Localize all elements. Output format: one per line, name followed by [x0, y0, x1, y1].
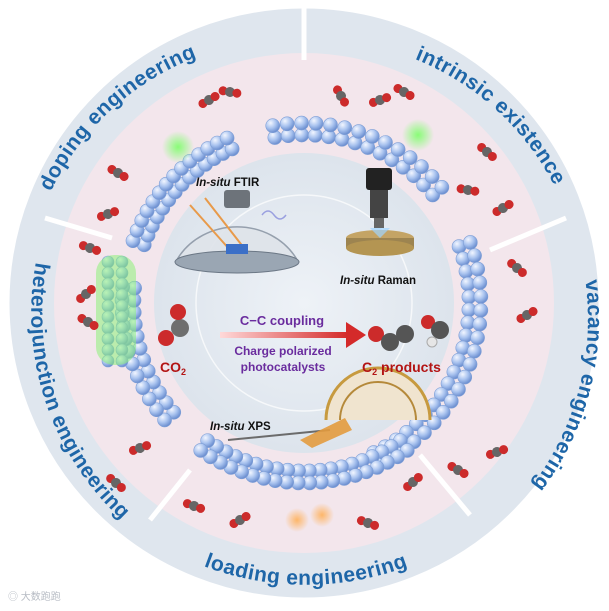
atom [451, 382, 466, 397]
atom [457, 369, 473, 385]
atom [463, 235, 478, 250]
atom [308, 116, 324, 131]
atom [462, 357, 478, 372]
cc-coupling-label: C−C coupling [240, 313, 324, 328]
atom [417, 425, 432, 440]
molecule [96, 207, 120, 221]
c2-products-label: C2 products [362, 359, 441, 377]
atom [473, 289, 489, 304]
co2-molecule-icon [158, 304, 189, 346]
segment-dividers [44, 2, 567, 522]
center-inner-ring [195, 194, 413, 412]
molecule [492, 200, 514, 216]
atom [351, 124, 367, 139]
molecule [107, 165, 129, 181]
atom [472, 275, 488, 291]
molecule [78, 241, 102, 255]
photocatalysts-label: photocatalysts [241, 360, 326, 374]
atom [378, 135, 393, 150]
ftir-instrument-icon [174, 190, 300, 274]
molecule [516, 307, 538, 323]
reaction-arrow-icon [220, 322, 366, 348]
atom [193, 443, 209, 458]
molecule [229, 512, 251, 528]
molecule [507, 259, 527, 277]
molecule [198, 92, 220, 108]
c2-molecule-icon [368, 315, 449, 351]
atom [472, 316, 488, 332]
molecule [128, 441, 152, 455]
charge-polarized-label: Charge polarized [234, 344, 331, 358]
molecule [477, 143, 497, 161]
atom [337, 120, 353, 135]
watermark: ◎ 大数跑跑 [8, 592, 61, 603]
xps-instrument-icon [227, 366, 432, 448]
atom [435, 405, 451, 420]
ftir-label: In-situ FTIR [196, 177, 260, 189]
molecule [485, 445, 509, 459]
atom [142, 391, 157, 407]
intrinsic-glow [402, 119, 434, 151]
atom [402, 150, 418, 165]
molecule [393, 84, 415, 100]
atom [470, 330, 485, 346]
molecule [456, 184, 480, 196]
xps-label: In-situ XPS [210, 421, 271, 433]
atom [294, 115, 309, 131]
doping-glow [162, 131, 194, 163]
heterojunction-glow [96, 255, 136, 365]
atom [470, 261, 486, 277]
atom [157, 412, 172, 428]
molecule-cluster [76, 84, 538, 530]
atom [434, 179, 450, 195]
atom [467, 343, 482, 359]
molecule [356, 516, 380, 530]
loading-glow-1 [285, 508, 309, 532]
atom [390, 142, 406, 157]
atom [443, 393, 459, 409]
atom [365, 129, 380, 144]
atom [279, 116, 295, 132]
atom [135, 380, 151, 395]
molecule [76, 285, 96, 303]
molecule [106, 474, 126, 492]
molecule [333, 85, 349, 107]
molecule [447, 462, 469, 478]
atom [414, 159, 429, 174]
atom [149, 402, 164, 418]
molecule [403, 473, 423, 491]
molecule [77, 314, 99, 330]
watermark-logo-icon: ◎ [8, 592, 21, 603]
atom [473, 303, 489, 318]
atom [467, 248, 482, 263]
raman-label: In-situ Raman [340, 275, 416, 287]
loading-glow-2 [310, 503, 334, 527]
atomic-chain-icon [101, 115, 489, 491]
atom [219, 130, 235, 146]
atom [323, 117, 338, 133]
co2-label: CO2 [160, 359, 186, 377]
atom [265, 118, 281, 134]
molecule [182, 499, 206, 513]
raman-microscope-icon [346, 168, 414, 256]
molecule [218, 86, 242, 98]
molecule [368, 93, 392, 107]
atom [424, 169, 440, 184]
